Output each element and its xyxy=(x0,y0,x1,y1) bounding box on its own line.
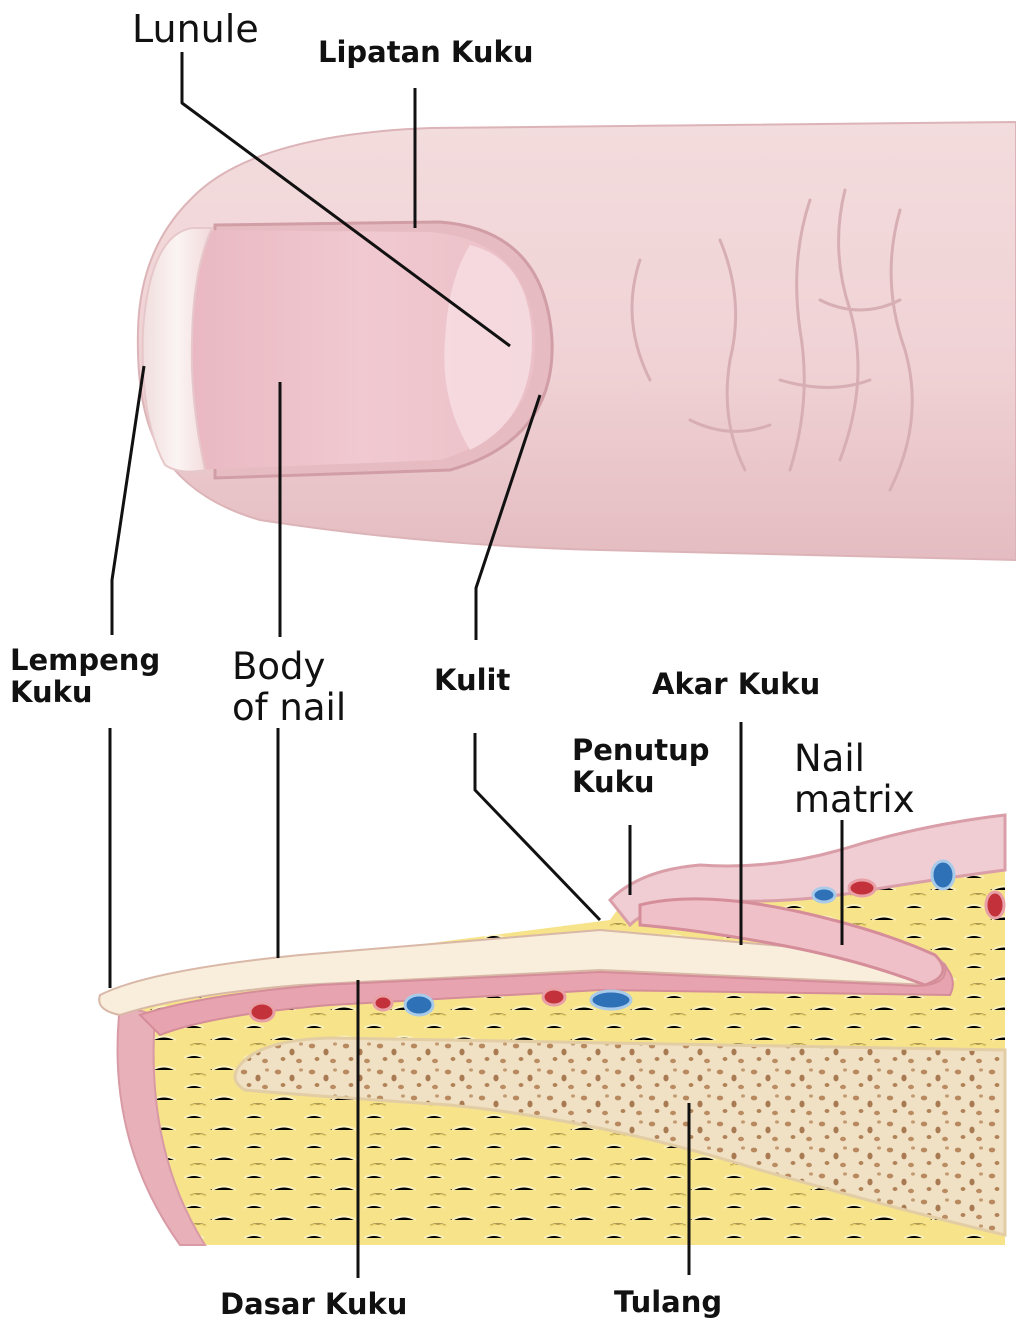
artery-icon xyxy=(250,1003,274,1021)
artery-icon xyxy=(543,989,565,1005)
finger-top-view xyxy=(138,122,1016,560)
label-dasar-kuku: Dasar Kuku xyxy=(220,1288,407,1320)
label-lempeng-kuku: Lempeng Kuku xyxy=(10,644,160,709)
label-lunule: Lunule xyxy=(132,8,259,51)
label-nail-matrix: Nail matrix xyxy=(794,738,915,821)
vein-icon xyxy=(813,888,835,902)
vein-icon xyxy=(591,991,631,1009)
vein-icon xyxy=(932,861,954,889)
vein-icon xyxy=(405,995,433,1015)
label-akar-kuku: Akar Kuku xyxy=(652,668,820,700)
label-penutup-kuku: Penutup Kuku xyxy=(572,734,709,799)
artery-icon xyxy=(374,996,392,1010)
leader-lempeng-kuku-top xyxy=(112,366,144,635)
label-kulit: Kulit xyxy=(434,664,510,696)
artery-icon xyxy=(986,892,1004,918)
artery-icon xyxy=(849,880,875,896)
label-lipatan-kuku: Lipatan Kuku xyxy=(318,36,533,68)
label-body-of-nail: Body of nail xyxy=(232,646,346,729)
label-tulang: Tulang xyxy=(614,1286,722,1318)
nail-cross-section xyxy=(99,815,1005,1245)
